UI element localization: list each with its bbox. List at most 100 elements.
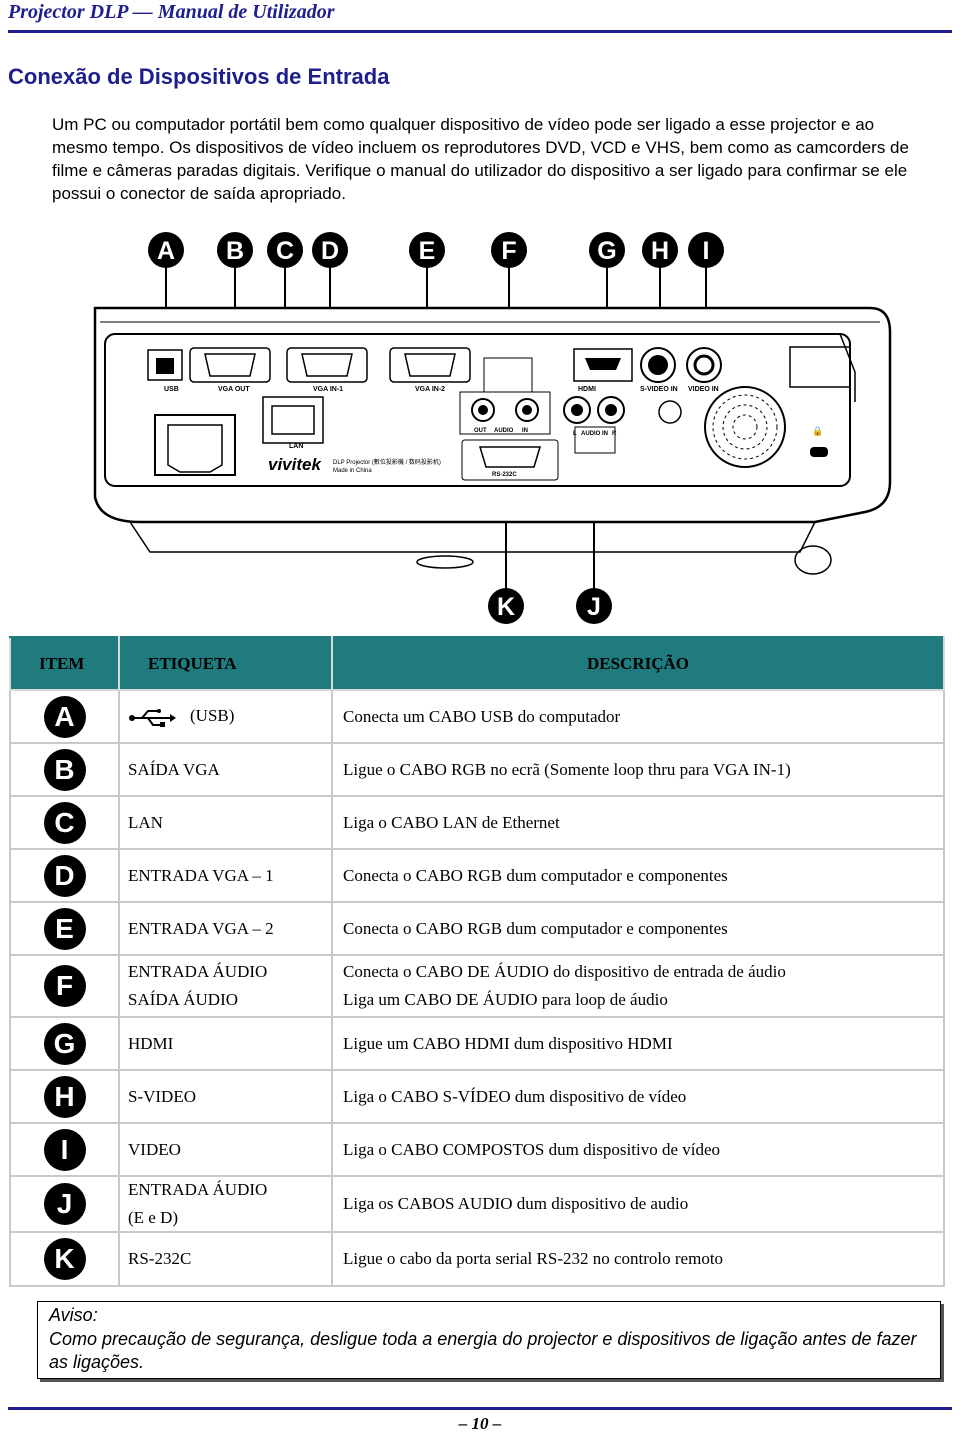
model-text: DLP Projector (數位投影機 / 数码投影机)	[333, 458, 441, 466]
svideo-port-label: S-VIDEO IN	[640, 386, 678, 393]
section-title: Conexão de Dispositivos de Entrada	[8, 64, 390, 89]
item-cell: F	[9, 954, 120, 1018]
table-row: I VIDEO Liga o CABO COMPOSTOS dum disposit…	[9, 1122, 945, 1177]
label-text: VIDEO	[128, 1139, 181, 1159]
item-badge: H	[43, 1075, 86, 1118]
description-cell: Ligue um CABO HDMI dum dispositivo HDMI	[331, 1016, 945, 1071]
callout-badge: C	[267, 232, 303, 268]
table-row: E ENTRADA VGA – 2 Conecta o CABO RGB dum c…	[9, 901, 945, 956]
header-title: Projector DLP — Manual de Utilizador	[8, 1, 335, 23]
label-text: RS-232C	[128, 1249, 192, 1268]
label-cell: RS-232C	[118, 1231, 333, 1287]
table-row: B SAÍDA VGA Ligue o CABO RGB no ecrã (Some…	[9, 742, 945, 797]
label-cell: ENTRADA VGA – 1	[118, 848, 333, 903]
item-badge: E	[43, 907, 86, 950]
callout-badge: D	[312, 232, 348, 268]
header-item: ITEM	[9, 636, 120, 691]
description-cell: Conecta o CABO DE ÁUDIO do dispositivo d…	[331, 954, 945, 1018]
vga-in2-port-label: VGA IN-2	[415, 386, 445, 393]
notice-title: Aviso:	[49, 1305, 98, 1325]
description-cell: Liga os CABOS AUDIO dum dispositivo de a…	[331, 1175, 945, 1233]
description-text: Conecta o CABO RGB dum computador e comp…	[343, 918, 728, 938]
description-text: Ligue o CABO RGB no ecrã (Somente loop t…	[343, 759, 791, 779]
notice-box: Aviso: Como precaução de segurança, desl…	[37, 1301, 941, 1379]
vga-out-port-label: VGA OUT	[218, 386, 250, 393]
description-text: Ligue o cabo da porta serial RS-232 no c…	[343, 1249, 724, 1268]
description-cell: Conecta o CABO RGB dum computador e comp…	[331, 901, 945, 956]
description-text: Conecta o CABO DE ÁUDIO do dispositivo d…	[343, 962, 786, 981]
item-cell: C	[9, 795, 120, 850]
item-cell: B	[9, 742, 120, 797]
description-text: Ligue um CABO HDMI dum dispositivo HDMI	[343, 1033, 673, 1053]
label-text-secondary: (E e D)	[128, 1208, 179, 1227]
item-cell: E	[9, 901, 120, 956]
audio-label: AUDIO	[494, 428, 514, 434]
callout-badge: H	[642, 232, 678, 268]
label-text: ENTRADA VGA – 1	[128, 865, 274, 885]
item-cell: J	[9, 1175, 120, 1233]
svg-text:🔒: 🔒	[812, 426, 823, 436]
label-text: LAN	[128, 812, 163, 832]
description-text: Liga o CABO COMPOSTOS dum dispositivo de…	[343, 1139, 721, 1159]
vga-in1-port-label: VGA IN-1	[313, 386, 343, 393]
description-cell: Conecta o CABO RGB dum computador e comp…	[331, 848, 945, 903]
video-port-label: VIDEO IN	[688, 386, 719, 393]
callout-letter: J	[587, 593, 601, 621]
description-text: Conecta um CABO USB do computador	[343, 706, 621, 726]
page-number: – 10 –	[458, 1414, 502, 1433]
callout-badge: K	[488, 588, 524, 624]
callout-letter: E	[419, 237, 436, 265]
description-cell: Liga o CABO S-VÍDEO dum dispositivo de v…	[331, 1069, 945, 1124]
notice-text: Como precaução de segurança, desligue to…	[49, 1329, 917, 1372]
usb-port-label: USB	[164, 386, 179, 393]
label-cell: LAN	[118, 795, 333, 850]
item-cell: A	[9, 689, 120, 744]
audio-in-label: IN	[522, 428, 528, 434]
item-badge: K	[43, 1238, 86, 1280]
label-text-secondary: SAÍDA ÁUDIO	[128, 990, 239, 1009]
header-rule	[8, 30, 952, 33]
label-text: (USB)	[190, 706, 235, 726]
intro-paragraph: Um PC ou computador portátil bem como qu…	[52, 115, 909, 203]
item-cell: G	[9, 1016, 120, 1071]
item-badge: G	[43, 1022, 86, 1065]
item-badge: A	[43, 695, 86, 738]
lan-port-label: LAN	[289, 443, 303, 450]
callout-letter: B	[226, 237, 244, 265]
label-text: SAÍDA VGA	[128, 759, 220, 779]
label-text: ENTRADA ÁUDIO	[128, 1180, 268, 1199]
callout-letter: G	[597, 237, 616, 265]
description-cell: Liga o CABO COMPOSTOS dum dispositivo de…	[331, 1122, 945, 1177]
projector-rear-panel-diagram: USB VGA OUT VGA IN-1 VGA IN-2 HDMI S-VID…	[0, 222, 960, 630]
callout-letter: F	[501, 237, 516, 265]
label-cell: ENTRADA ÁUDIO (E e D)	[118, 1175, 333, 1233]
item-badge: C	[43, 801, 86, 844]
description-text: Liga os CABOS AUDIO dum dispositivo de a…	[343, 1194, 689, 1213]
callout-badge: G	[589, 232, 625, 268]
label-cell: VIDEO	[118, 1122, 333, 1177]
item-badge: J	[43, 1183, 86, 1225]
label-text: ENTRADA VGA – 2	[128, 918, 274, 938]
callout-letter: H	[651, 237, 669, 265]
callout-badge: B	[217, 232, 253, 268]
label-cell: S-VIDEO	[118, 1069, 333, 1124]
description-text: Liga o CABO S-VÍDEO dum dispositivo de v…	[343, 1086, 687, 1106]
brand-logo: vivitek	[268, 455, 322, 474]
callout-badge: I	[688, 232, 724, 268]
header-label: ETIQUETA	[118, 636, 333, 691]
table-row: F ENTRADA ÁUDIO SAÍDA ÁUDIO Conecta o CABO …	[9, 954, 945, 1018]
callout-letter: D	[321, 237, 339, 265]
callout-badge: E	[409, 232, 445, 268]
callout-letter: C	[276, 237, 294, 265]
audio-lr-label: AUDIO IN	[581, 431, 608, 437]
label-text: ENTRADA ÁUDIO	[128, 962, 268, 981]
callout-letter: A	[157, 237, 175, 265]
description-cell: Conecta um CABO USB do computador	[331, 689, 945, 744]
rs232-port-label: RS-232C	[492, 472, 517, 478]
table-row: J ENTRADA ÁUDIO (E e D) Liga os CABOS AUDIO…	[9, 1175, 945, 1233]
item-cell: I	[9, 1122, 120, 1177]
made-in-text: Made in China	[333, 468, 372, 474]
audio-out-label: OUT	[474, 428, 487, 434]
